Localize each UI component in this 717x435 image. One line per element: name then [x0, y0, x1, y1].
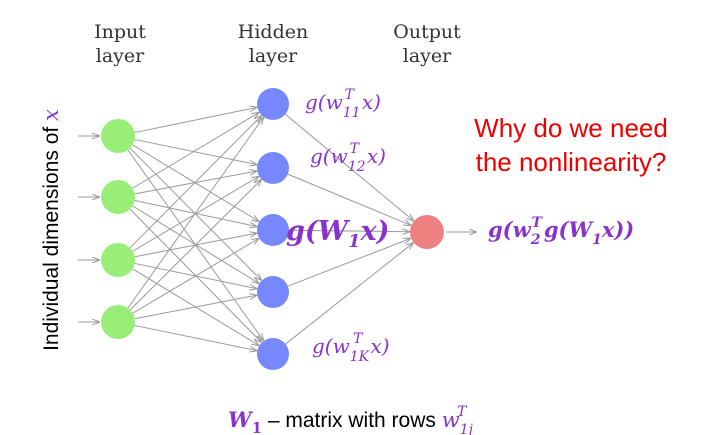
edge-h5-out: [285, 243, 413, 345]
hidden-node-5: [257, 338, 289, 370]
edge-in3-h2: [132, 177, 259, 252]
output-expression-label: g(w2Tg(W1x)): [488, 215, 634, 248]
input-layer-title: Input: [94, 21, 146, 43]
hidden-layer-title: Hidden: [238, 21, 308, 43]
edge-in3-h1: [129, 116, 261, 249]
input-node-3: [101, 243, 135, 277]
edge-h4-out: [287, 239, 410, 287]
edge-in4-h1: [127, 118, 263, 309]
hidden-layer-subtitle: layer: [249, 45, 298, 67]
edge-h2-out: [287, 173, 411, 225]
edge-in2-h1: [132, 113, 259, 189]
hidden-node-3: [257, 214, 289, 246]
bottom-caption: W1 – matrix with rows w1jT: [228, 404, 474, 435]
input-node-4: [101, 305, 135, 339]
edge-in4-h4: [134, 295, 257, 320]
question-line-2: the nonlinearity?: [476, 147, 667, 177]
input-layer-subtitle: layer: [96, 45, 145, 67]
edge-in4-h5: [134, 324, 257, 350]
connection-edges: [78, 107, 476, 350]
edge-in1-h2: [134, 138, 257, 164]
network-nodes: [101, 88, 444, 370]
question-line-1: Why do we need: [474, 113, 668, 143]
output-layer-title: Output: [393, 21, 461, 43]
output-layer-subtitle: layer: [403, 45, 452, 67]
hidden-node-4: [257, 276, 289, 308]
input-node-2: [101, 180, 135, 214]
edge-h1-out: [284, 113, 413, 220]
hidden-vector-label: g(W1x): [286, 216, 389, 252]
input-node-1: [101, 119, 135, 153]
edge-in4-h3: [132, 239, 259, 314]
edge-in1-h1: [134, 107, 257, 134]
edge-h3-out: [288, 230, 409, 232]
output-node: [410, 215, 444, 249]
dimensions-axis-label: Individual dimensions of x: [39, 109, 63, 351]
edge-in4-h2: [129, 180, 261, 311]
hidden-node-1: [257, 88, 289, 120]
hidden-node-2: [257, 152, 289, 184]
